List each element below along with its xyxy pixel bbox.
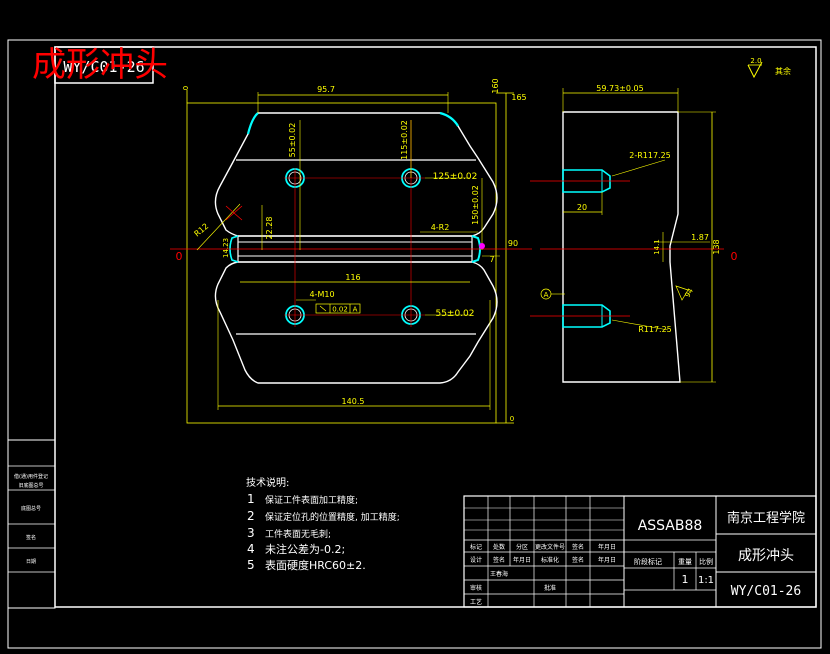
tb-r2-c3: 年月日 [513,556,531,564]
dim-0-left: 0 [176,250,183,263]
tb-r1-c4: 更改文件号 [535,543,565,551]
quantity: 1 [682,573,689,586]
title-block: ASSAB88 南京工程学院 成形冲头 WY/C01-26 阶段标记 重量 比例… [463,495,817,608]
dim-1-87: 1.87 [691,233,709,242]
dim-116: 116 [345,273,360,282]
scale: 1:1 [698,575,714,586]
tb-r3-c4: 批准 [544,584,556,592]
roughness-value: 2.0 [750,57,761,65]
strip-label-1: 借(通)用件登记 [14,473,48,480]
front-extent-box [186,102,497,424]
dim-0-top: 0 [182,86,190,90]
note-num-5: 5 [247,558,255,572]
tech-notes: 技术说明: 1 保证工件表面加工精度; 2 保证定位孔的位置精度, 加工精度; … [246,476,400,572]
scale-label: 比例 [699,557,713,566]
note-num-4: 4 [247,542,255,556]
weight-label: 重量 [678,558,692,566]
dim-140-5: 140.5 [342,397,365,406]
side-outline [562,111,681,383]
dim-94: 94 [684,287,696,299]
dim-0-bottom: 0 [510,415,514,423]
tb-r2-c1: 设计 [470,556,482,564]
dim-22-28: 22.28 [265,217,274,240]
chamfer-tl [246,112,259,135]
chamfer-tr [439,111,459,127]
part-name: 成形冲头 [738,548,794,564]
marker-dot [479,243,485,249]
dim-150: 150±0.02 [471,185,480,225]
note-text-1: 保证工件表面加工精度; [265,494,358,506]
note-text-3: 工件表面无毛刺; [265,528,331,540]
front-view: 95.7 140.5 116 125±0.02 55±0.02 115±0.02… [170,78,532,424]
dim-4-m10: 4-M10 [309,290,334,299]
tb-r2-c5: 签名 [572,556,584,564]
designer: 王春海 [490,570,508,578]
dim-115: 115±0.02 [400,120,409,160]
dim-90: 90 [508,239,518,248]
dim-59-73: 59.73±0.05 [596,84,643,93]
note-text-2: 保证定位孔的位置精度, 加工精度; [265,511,400,523]
tol-value: 0.02 [332,306,348,314]
tb-r1-c6: 年月日 [598,543,616,551]
dim-160: 160 [491,78,500,93]
dim-14-23: 14.23 [222,238,230,258]
note-num-3: 3 [247,526,255,540]
tb-r1-c3: 分区 [516,543,528,551]
dim-125: 125±0.02 [433,172,478,182]
strip-label-2: 旧底图总号 [18,482,43,489]
view-mark-letter: A [544,291,549,299]
dim-20: 20 [577,203,587,212]
roughness-symbol-icon [747,61,763,79]
tb-r1-c1: 标记 [470,543,482,551]
roughness-mark-icon [675,285,689,301]
dim-4-r2: 4-R2 [431,223,450,232]
code-box [54,46,154,84]
note-num-2: 2 [247,509,255,523]
tol-datum: A [353,306,358,314]
tb-r2-c2: 签名 [493,556,505,564]
stage-label: 阶段标记 [634,557,662,566]
left-strip: 借(通)用件登记 旧底图总号 底图总号 签名 日期 [7,439,56,609]
roughness-rest: 其余 [775,66,791,76]
school-name: 南京工程学院 [727,510,805,526]
tb-r4-c1: 工艺 [470,598,482,606]
note-text-4: 未注公差为-0.2; [265,542,345,556]
dim-95-7: 95.7 [317,85,335,94]
dim-2-r117: 2-R117.25 [629,151,671,160]
strip-label-4: 签名 [26,534,36,541]
notes-heading: 技术说明: [246,476,289,489]
tb-r3-c1: 审核 [470,584,482,592]
strip-label-5: 日期 [26,559,36,565]
lower-lobe [214,261,498,384]
dim-r12: R12 [192,222,210,239]
side-view: 59.73±0.05 2-R117.25 20 1.87 14.1 138 0 … [530,84,738,383]
code-box-text: WY/C01-26 [63,58,144,76]
dim-r117: R117.25 [638,325,672,334]
note-num-1: 1 [247,492,255,506]
dim-55-v: 55±0.02 [288,123,297,158]
dim-7: 7 [489,255,494,264]
tolerance-frame [315,303,361,314]
dim-14-1: 14.1 [653,239,661,255]
outer-frame [7,39,822,649]
dim-138: 138 [712,239,721,254]
dim-0-right: 0 [731,250,738,263]
tb-r2-c6: 年月日 [598,556,616,564]
drawing-number: WY/C01-26 [731,584,801,599]
note-text-5: 表面硬度HRC60±2. [265,558,366,572]
dim-55-h: 55±0.02 [435,309,474,319]
tb-r1-c5: 签名 [572,543,584,551]
tb-r1-c2: 处数 [493,543,505,551]
material: ASSAB88 [638,518,703,534]
dim-165: 165 [511,93,526,102]
tb-r2-c4: 标准化 [541,556,559,564]
stamp-title: 成形冲头 [32,45,168,85]
inner-frame [54,46,817,608]
strip-label-3: 底图总号 [21,505,41,512]
